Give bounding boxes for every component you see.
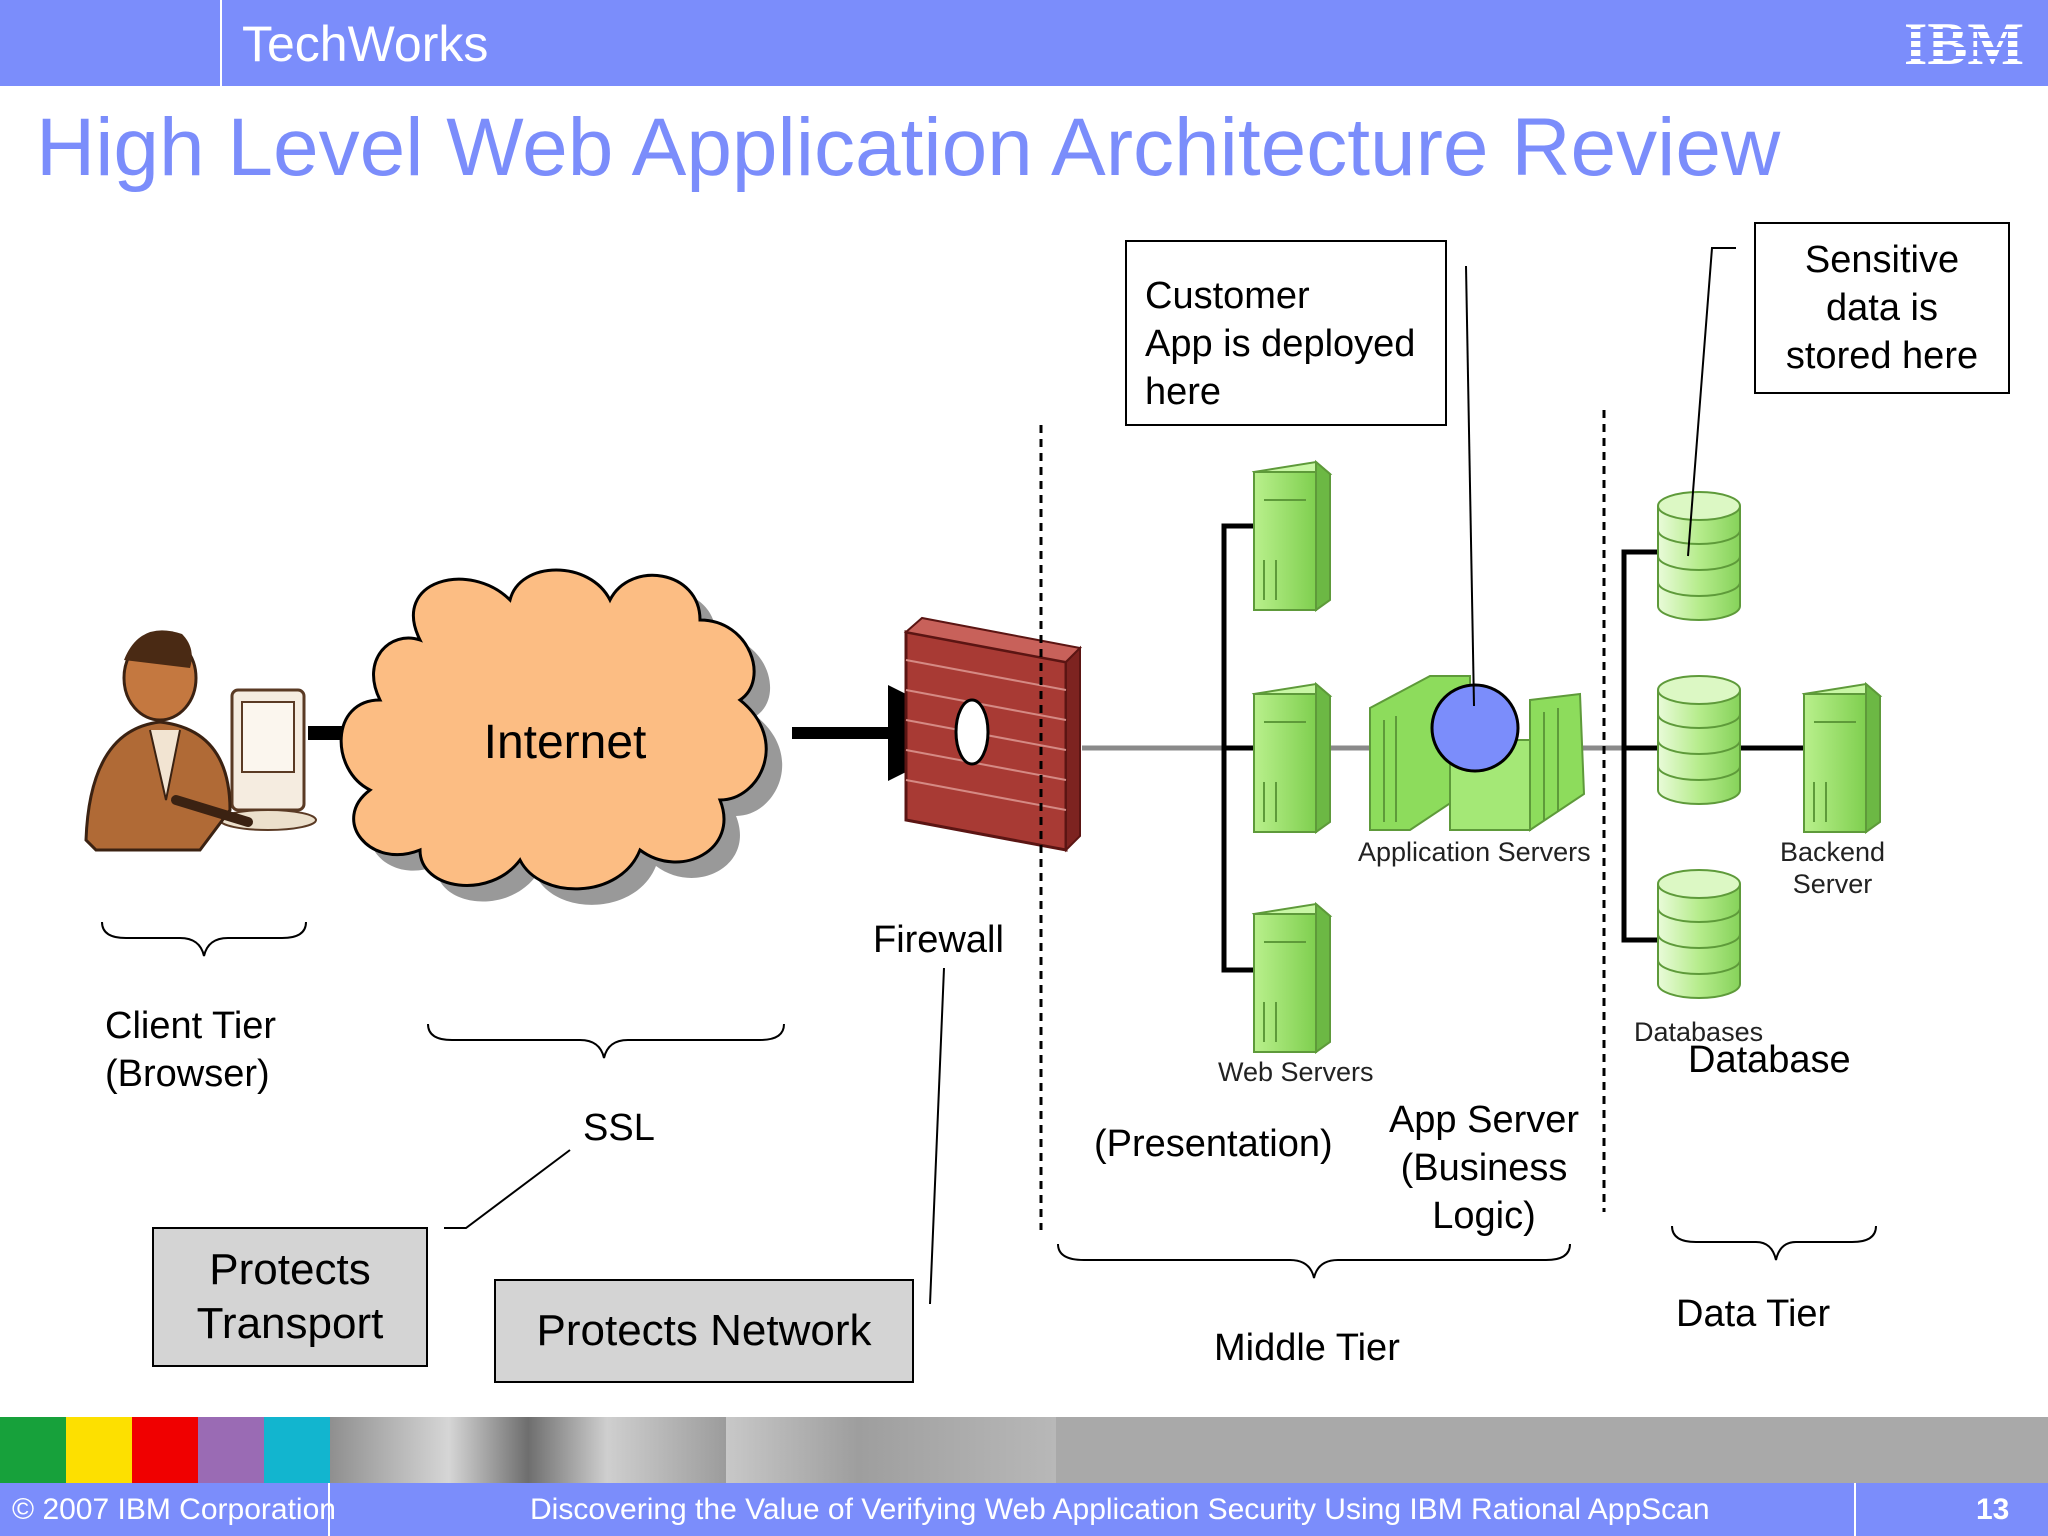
internet-cloud-icon (339, 568, 783, 905)
ibm-logo: IBM IBM (1894, 12, 2034, 72)
strip-swatch-yellow (66, 1417, 132, 1483)
ssl-brace (427, 1023, 785, 1059)
footer-subtitle: Discovering the Value of Verifying Web A… (530, 1493, 1710, 1526)
database-icon-top (1657, 491, 1741, 621)
protects-network-box: Protects Network (494, 1279, 914, 1383)
footer-divider-left (328, 1483, 330, 1536)
strip-swatch-purple (198, 1417, 264, 1483)
header-bar (0, 0, 2048, 86)
database-icon-middle (1657, 675, 1741, 805)
strip-swatch-cyan (264, 1417, 330, 1483)
firewall-icon (903, 616, 1083, 853)
web-server-icon-top (1251, 459, 1333, 612)
protects-transport-box: Protects Transport (152, 1227, 428, 1367)
header-divider (220, 0, 222, 86)
footer-copyright: © 2007 IBM Corporation (12, 1493, 336, 1526)
firewall-leader-line (929, 967, 945, 1305)
internet-label: Internet (484, 716, 647, 769)
brand-label: TechWorks (242, 16, 489, 72)
strip-swatch-red (132, 1417, 198, 1483)
middle-tier-brace (1057, 1243, 1571, 1279)
middle-tier-label: Middle Tier (1214, 1327, 1400, 1369)
sensitive-data-leader-line (1687, 247, 1736, 557)
database-label: Database (1688, 1039, 1851, 1081)
strip-photo-fade (726, 1417, 1056, 1483)
footer-divider-right (1854, 1483, 1856, 1536)
data-tier-label: Data Tier (1676, 1293, 1831, 1335)
application-servers-label: Application Servers (1358, 837, 1591, 867)
databases-label: Databases (1634, 1017, 1764, 1047)
footer-bar (0, 1483, 2048, 1536)
web-server-icon-middle (1251, 681, 1333, 834)
app-server-label: App Server (Business Logic) (1388, 1099, 1580, 1237)
firewall-label: Firewall (873, 919, 1004, 961)
web-servers-label: Web Servers (1218, 1057, 1374, 1087)
strip-photo-collage (330, 1417, 726, 1483)
data-tier-brace (1671, 1225, 1877, 1261)
sensitive-data-callout: Sensitive data is stored here (1754, 222, 2010, 394)
page-title: High Level Web Application Architecture … (36, 102, 1781, 193)
footer-image-strip (0, 1417, 2048, 1483)
customer-app-callout: Customer App is deployed here (1125, 240, 1447, 426)
database-icon-bottom (1657, 869, 1741, 999)
footer-page-number: 13 (1976, 1493, 2010, 1526)
ssl-leader-line (444, 1149, 571, 1229)
presentation-label: (Presentation) (1094, 1123, 1333, 1165)
user-at-computer-icon (84, 630, 317, 852)
application-servers-icon (1369, 675, 1586, 832)
web-server-icon-bottom (1251, 901, 1333, 1054)
client-tier-brace (101, 921, 307, 957)
client-tier-label: Client Tier (Browser) (105, 1005, 277, 1095)
ssl-label: SSL (583, 1107, 655, 1149)
strip-swatch-green (0, 1417, 66, 1483)
backend-server-icon (1801, 681, 1883, 834)
customer-app-leader-line (1465, 265, 1475, 707)
backend-server-label: Backend Server (1780, 837, 1886, 899)
